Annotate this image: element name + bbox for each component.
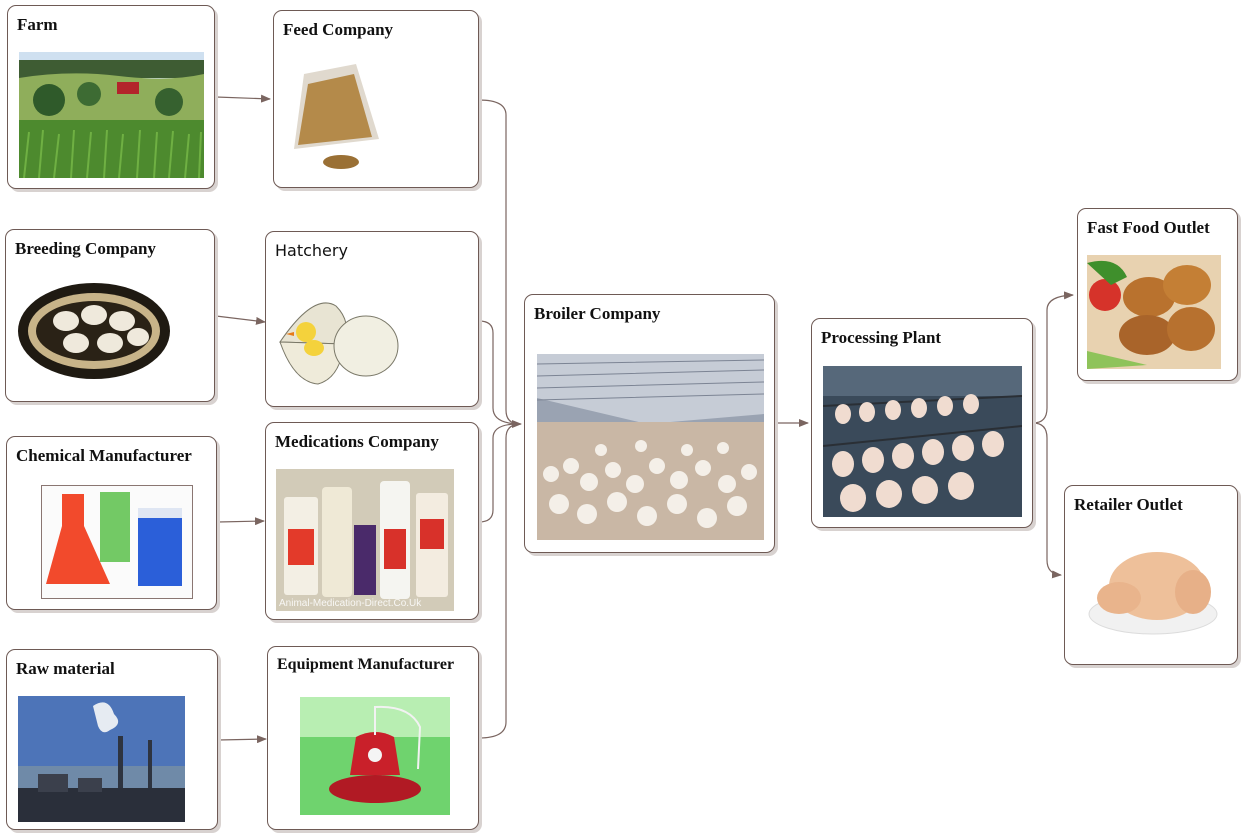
watermark-text: Animal-Medication-Direct.Co.Uk: [279, 598, 422, 609]
feed-bag-image: [284, 59, 384, 174]
node-equipment-manufacturer: Equipment Manufacturer: [267, 646, 479, 830]
node-farm: Farm: [7, 5, 215, 189]
line-medications-to-broiler: [478, 423, 519, 523]
node-label: Processing Plant: [821, 328, 942, 347]
node-retailer-outlet: Retailer Outlet: [1064, 485, 1238, 665]
node-label: Medications Company: [275, 432, 439, 451]
node-processing-plant: Processing Plant: [811, 318, 1033, 528]
node-label: Hatchery: [275, 241, 348, 260]
node-chemical-manufacturer: Chemical Manufacturer: [6, 436, 217, 610]
node-label: Chemical Manufacturer: [16, 446, 192, 465]
arrow-raw-to-equipment: [217, 735, 267, 744]
node-broiler-company: Broiler Company: [524, 294, 775, 553]
fried-chicken-image: [1087, 255, 1221, 369]
arrow-chemical-to-medications: [217, 517, 265, 526]
arrow-farm-to-feed: [215, 94, 271, 103]
node-label: Equipment Manufacturer: [277, 656, 455, 673]
line-hatchery-to-broiler: [478, 320, 519, 425]
line-processing-to-retailer: [1032, 422, 1062, 579]
node-hatchery: Hatchery: [265, 231, 479, 407]
node-medications-company: Medications Company Animal-Medication-Di…: [265, 422, 479, 620]
medications-image: Animal-Medication-Direct.Co.Uk: [276, 469, 454, 611]
line-equipment-to-broiler: [478, 420, 522, 739]
poultry-drinker-image: [300, 697, 450, 815]
node-label: Raw material: [16, 659, 115, 678]
node-fast-food-outlet: Fast Food Outlet: [1077, 208, 1238, 381]
node-label: Feed Company: [283, 20, 394, 39]
node-label: Farm: [17, 15, 58, 34]
egg-nest-image: [14, 277, 174, 385]
node-label: Breeding Company: [15, 239, 156, 258]
node-label: Fast Food Outlet: [1087, 218, 1210, 237]
node-feed-company: Feed Company: [273, 10, 479, 188]
lab-flasks-image: [41, 485, 193, 599]
node-label: Broiler Company: [534, 304, 661, 323]
broiler-house-image: [537, 354, 764, 540]
node-label: Retailer Outlet: [1074, 495, 1183, 514]
refinery-image: [18, 696, 185, 822]
hatching-chick-image: [274, 282, 404, 390]
line-feed-to-broiler: [478, 99, 519, 425]
node-breeding-company: Breeding Company: [5, 229, 215, 402]
node-raw-material: Raw material: [6, 649, 218, 830]
processing-line-image: [823, 366, 1022, 517]
raw-chicken-image: [1083, 534, 1223, 644]
line-processing-to-fastfood: [1032, 291, 1074, 424]
arrow-breeding-to-hatchery: [215, 315, 266, 325]
farm-field-image: [19, 52, 204, 178]
